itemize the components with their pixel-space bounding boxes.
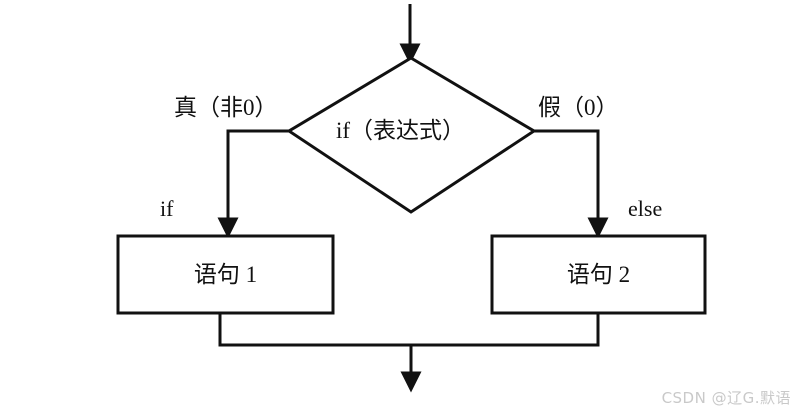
true-branch-label: 真（非0） (174, 95, 278, 120)
statement-2-box (490, 234, 707, 315)
statement-1-box (116, 234, 335, 315)
statement-2-label: 语句 2 (566, 262, 631, 287)
false-branch-label: 假（0） (538, 95, 619, 120)
csdn-watermark: CSDN @辽G.默语 (661, 389, 791, 407)
if-keyword-label: if (160, 196, 174, 221)
statement-1-label: 语句 1 (193, 262, 258, 287)
decision-diamond (286, 56, 537, 214)
decision-label: if（表达式） (336, 118, 466, 143)
merge-connector-left (218, 313, 411, 347)
false-branch-connector (534, 129, 609, 239)
true-branch-connector (217, 129, 289, 239)
merge-connector-right (411, 313, 600, 347)
else-keyword-label: else (628, 196, 663, 221)
